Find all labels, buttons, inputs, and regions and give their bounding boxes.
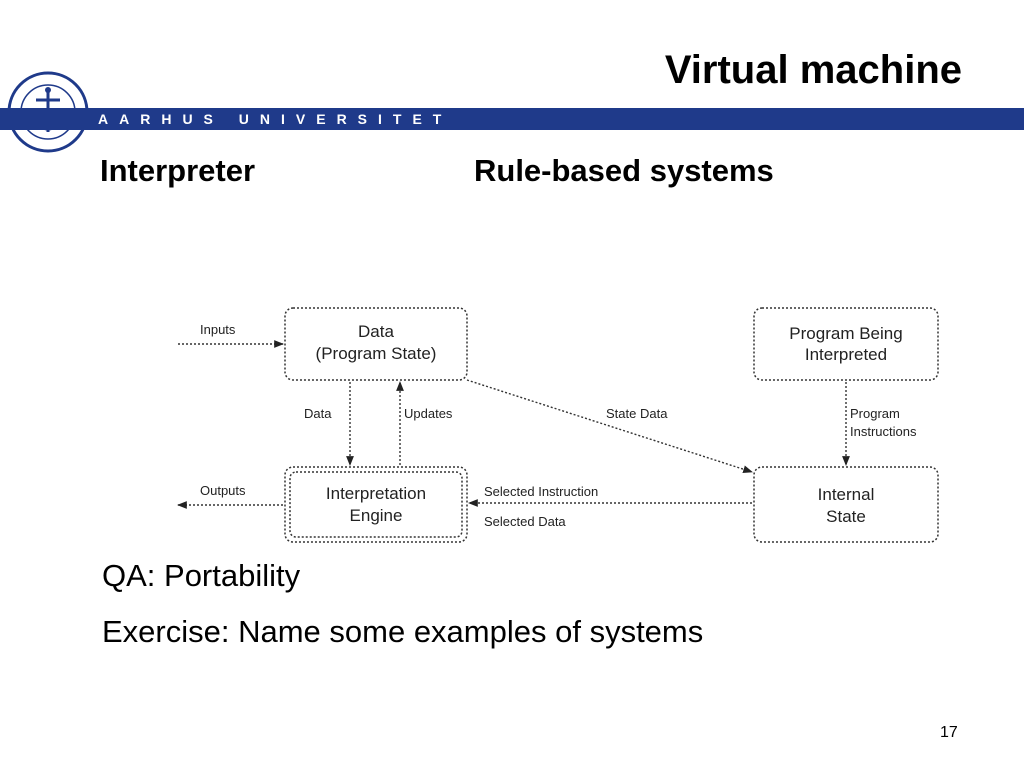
- university-banner: [0, 108, 1024, 130]
- subheading-rule-based: Rule-based systems: [474, 153, 774, 188]
- state-box-line1: Internal: [818, 485, 875, 504]
- engine-box-line2: Engine: [350, 506, 403, 525]
- page-number: 17: [940, 724, 958, 741]
- state-data-arrow: [466, 379, 753, 474]
- updates-label: Updates: [404, 406, 453, 421]
- program-box-line1: Program Being: [789, 324, 902, 343]
- state-box-line2: State: [826, 507, 866, 526]
- outputs-label: Outputs: [200, 483, 246, 498]
- program-box-line2: Interpreted: [805, 345, 887, 364]
- instructions-label-line2: Instructions: [850, 424, 917, 439]
- program-box: [753, 307, 939, 381]
- exercise-text: Exercise: Name some examples of systems: [102, 614, 704, 649]
- state-box: [753, 466, 939, 543]
- data-box-line1: Data: [358, 322, 394, 341]
- engine-box-inner: [289, 471, 463, 538]
- data-box-line2: (Program State): [316, 344, 437, 363]
- university-name: AARHUS UNIVERSITET: [98, 111, 453, 127]
- data-box: [284, 307, 468, 381]
- selected-data-label: Selected Data: [484, 514, 566, 529]
- interpreter-diagram: Data (Program State) Program Being Inter…: [177, 307, 939, 543]
- state-data-label: State Data: [606, 406, 668, 421]
- data-flow-label: Data: [304, 406, 332, 421]
- slide-title: Virtual machine: [664, 48, 962, 92]
- qa-portability-text: QA: Portability: [102, 558, 301, 593]
- inputs-label: Inputs: [200, 322, 236, 337]
- selected-instruction-label: Selected Instruction: [484, 484, 598, 499]
- instructions-label-line1: Program: [850, 406, 900, 421]
- subheading-interpreter: Interpreter: [100, 153, 256, 188]
- engine-box-line1: Interpretation: [326, 484, 426, 503]
- engine-box: [284, 466, 468, 543]
